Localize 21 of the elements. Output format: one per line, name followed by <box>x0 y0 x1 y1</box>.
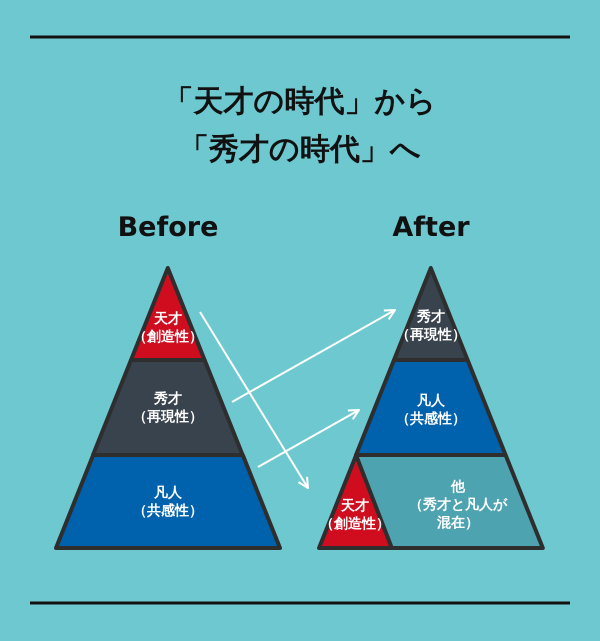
tier-sublabel: （秀才と凡人が混在） <box>408 496 508 532</box>
tier-sublabel: （共感性） <box>396 410 466 428</box>
tier-label: 凡人 <box>152 484 183 502</box>
title: 「天才の時代」から「秀才の時代」へ <box>162 83 438 169</box>
tier-sublabel: （共感性） <box>133 502 203 520</box>
arrow <box>232 309 396 403</box>
tier-label: 天才 <box>152 310 183 328</box>
tier-sublabel: （再現性） <box>132 408 203 426</box>
tier-sublabel: （再現性） <box>396 326 466 344</box>
arrow <box>199 311 309 489</box>
tier-label: 他 <box>450 478 466 496</box>
tier-label: 秀才 <box>416 308 446 326</box>
tier-label: 凡人 <box>416 392 446 410</box>
tier-sublabel: （創造性） <box>132 328 203 346</box>
arrow <box>258 409 360 468</box>
pyramid-tier <box>54 453 282 550</box>
pyramid-tier <box>91 358 245 457</box>
tier-label: 秀才 <box>152 390 183 408</box>
tier-label: 天才 <box>340 497 370 515</box>
column-heading: After <box>392 212 470 243</box>
column-heading: Before <box>118 212 218 243</box>
